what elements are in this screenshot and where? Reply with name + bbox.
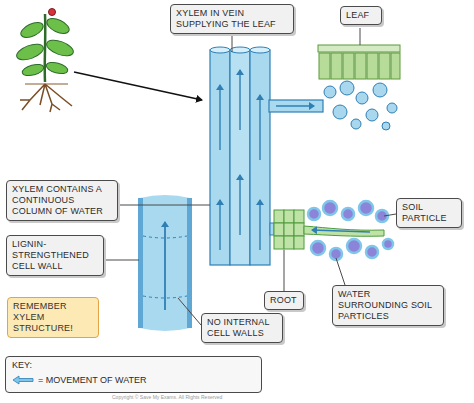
legend-arrow xyxy=(12,375,34,385)
callout-box: LEAF xyxy=(340,6,382,25)
legend-text: = MOVEMENT OF WATER xyxy=(38,375,147,385)
legend-row: = MOVEMENT OF WATER xyxy=(12,375,255,385)
leaf-section xyxy=(318,45,400,130)
key-heading: KEY: xyxy=(12,360,255,371)
callout-box: LIGNIN-STRENGTHENED CELL WALL xyxy=(6,235,104,276)
key-box: KEY: = MOVEMENT OF WATER xyxy=(5,356,262,393)
callout-box: XYLEM CONTAINS A CONTINUOUS COLUMN OF WA… xyxy=(6,180,118,221)
callout-box: NO INTERNAL CELL WALLS xyxy=(201,313,283,343)
callout-text: LEAF xyxy=(346,10,376,21)
callout-text: XYLEM IN VEIN SUPPLYING THE LEAF xyxy=(176,8,288,30)
leader-lines xyxy=(104,28,396,325)
callout-text: NO INTERNAL CELL WALLS xyxy=(207,317,277,339)
xylem-vessel xyxy=(138,195,192,331)
root-soil xyxy=(270,201,393,260)
callout-text: WATER SURROUNDING SOIL PARTICLES xyxy=(338,289,438,322)
pointer-arrow xyxy=(74,72,202,100)
callout-box: SOIL PARTICLE xyxy=(396,198,462,228)
callout-box: XYLEM IN VEIN SUPPLYING THE LEAF xyxy=(170,4,294,34)
callout-text: ROOT xyxy=(270,295,298,306)
callout-box: ROOT xyxy=(264,291,304,310)
plant xyxy=(15,9,76,113)
callout-text: LIGNIN-STRENGTHENED CELL WALL xyxy=(12,239,98,272)
callout-text: REMEMBER XYLEM STRUCTURE! xyxy=(13,301,93,334)
watermark: Copyright © Save My Exams. All Rights Re… xyxy=(112,394,222,400)
callout-box: WATER SURROUNDING SOIL PARTICLES xyxy=(332,285,444,326)
note-box: REMEMBER XYLEM STRUCTURE! xyxy=(7,297,99,338)
callout-text: SOIL PARTICLE xyxy=(402,202,456,224)
callout-text: XYLEM CONTAINS A CONTINUOUS COLUMN OF WA… xyxy=(12,184,112,217)
